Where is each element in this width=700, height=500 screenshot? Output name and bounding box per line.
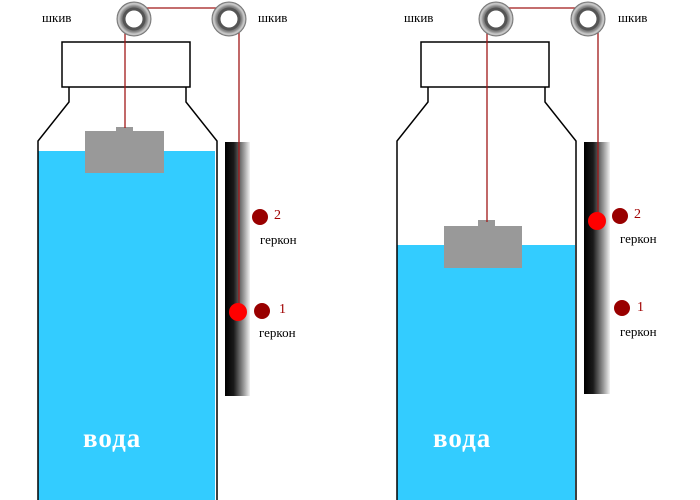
reed-switch-number-left-1: 1 (279, 302, 286, 317)
pulley-left-1 (116, 1, 152, 37)
reed-switch-label-left-2: геркон (260, 232, 297, 247)
pulley-right-1 (478, 1, 514, 37)
reed-switch-label-left-1: геркон (259, 325, 296, 340)
water-label-right: вода (433, 423, 491, 453)
panel-right: вода шкив шкив (396, 1, 657, 500)
panel-left: вода шкив шкив (37, 1, 297, 500)
pulley-label-left-2: шкив (258, 10, 287, 25)
bottle-left (37, 41, 218, 500)
pulley-left-2 (211, 1, 247, 37)
water-right (397, 245, 575, 500)
pulley-label-right-2: шкив (618, 10, 647, 25)
water-label-left: вода (83, 423, 141, 453)
float-left (85, 127, 164, 173)
reed-switch-dot-right-1 (614, 300, 630, 316)
rope-right (486, 7, 599, 222)
bottle-right (396, 41, 577, 500)
reed-switch-dot-right-2 (612, 208, 628, 224)
pulley-label-left-1: шкив (42, 10, 71, 25)
guide-tube-left (225, 142, 250, 396)
pulley-right-2 (570, 1, 606, 37)
pulley-label-right-1: шкив (404, 10, 433, 25)
magnet-left (229, 303, 247, 321)
water-left (38, 151, 215, 500)
reed-switch-label-right-1: геркон (620, 324, 657, 339)
reed-switch-dot-left-1 (254, 303, 270, 319)
reed-switch-number-right-1: 1 (637, 300, 644, 315)
guide-tube-right (584, 142, 610, 394)
magnet-right (588, 212, 606, 230)
reed-switch-label-right-2: геркон (620, 231, 657, 246)
reed-switch-number-left-2: 2 (274, 208, 281, 223)
rope-left (124, 7, 240, 306)
reed-switch-number-right-2: 2 (634, 207, 641, 222)
reed-switch-dot-left-2 (252, 209, 268, 225)
float-right (444, 220, 522, 268)
